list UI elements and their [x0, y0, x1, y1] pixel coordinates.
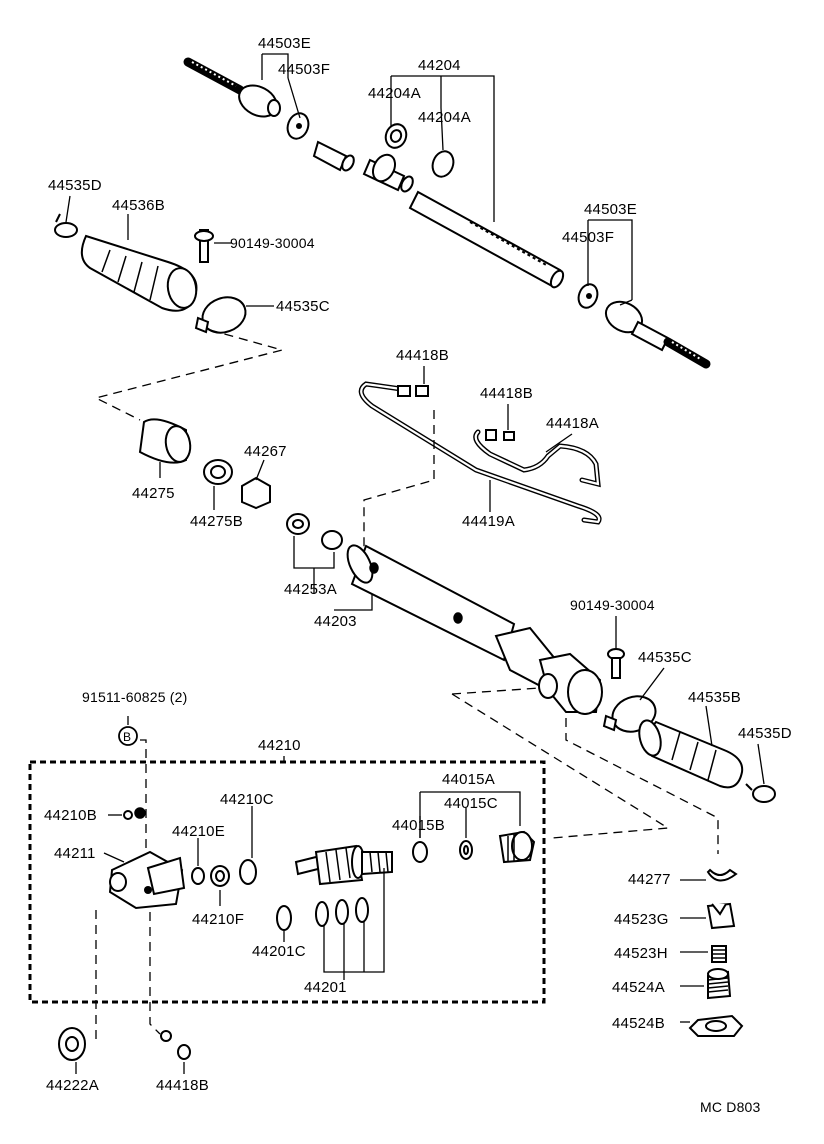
label-44535D-right: 44535D [738, 725, 792, 742]
label-44418B-top: 44418B [396, 347, 449, 364]
label-44210B: 44210B [44, 807, 97, 824]
assembly-box-44210 [28, 760, 546, 1004]
label-44275B: 44275B [190, 513, 243, 530]
nut-44418B-bottom [160, 1030, 191, 1060]
clip-44535D-top [54, 213, 78, 238]
locknut-44524B [688, 1014, 744, 1037]
adjuster-44524A [707, 968, 732, 1000]
lock-washer-right [577, 283, 599, 309]
label-44015B: 44015B [392, 817, 445, 834]
label-44277: 44277 [628, 871, 671, 888]
label-44536B: 44536B [112, 197, 165, 214]
label-44222A: 44222A [46, 1077, 99, 1094]
steering-rack-bar [408, 190, 565, 289]
label-91511: 91511-60825 (2) [82, 689, 187, 705]
label-44503F-top: 44503F [278, 61, 330, 78]
label-44267: 44267 [244, 443, 287, 460]
cap-44222A [58, 1027, 86, 1061]
label-44253A: 44253A [284, 581, 337, 598]
pressure-pipe-44419A [358, 381, 602, 525]
label-90149-right: 90149-30004 [570, 597, 655, 613]
label-44524B: 44524B [612, 1015, 665, 1032]
bushing-44275 [138, 418, 192, 464]
label-44535D-top: 44535D [48, 177, 102, 194]
nut-44267 [241, 476, 271, 510]
rings-44201 [315, 897, 369, 927]
label-44419A: 44419A [462, 513, 515, 530]
ring-44210E [191, 867, 205, 885]
label-44523H: 44523H [614, 945, 668, 962]
o-ring-44204A-1 [384, 123, 408, 149]
rack-end-sleeve [312, 140, 355, 172]
clip-44535D-right [745, 783, 776, 803]
marker-B-letter: B [123, 730, 131, 744]
label-44201: 44201 [304, 979, 347, 996]
label-44204A-2: 44204A [418, 109, 471, 126]
lock-washer-left [286, 112, 310, 140]
housing-44203 [346, 544, 603, 715]
ring-44015B [412, 841, 428, 863]
pinion-valve-44201 [294, 844, 393, 886]
label-44204A-1: 44204A [368, 85, 421, 102]
label-44210E: 44210E [172, 823, 225, 840]
diagram-code: MC D803 [700, 1099, 761, 1115]
boot-44535B [638, 719, 744, 789]
spring-44523H [711, 945, 727, 963]
label-44535C-top: 44535C [276, 298, 330, 315]
ring-44201C [276, 905, 292, 931]
tie-rod-end-left [183, 57, 281, 118]
bolt-90149-top [194, 229, 214, 263]
seal-44253A-2 [321, 530, 343, 550]
o-ring-44210C [239, 859, 257, 885]
label-44203: 44203 [314, 613, 357, 630]
tie-rod-end-right [604, 300, 711, 369]
label-44210F: 44210F [192, 911, 244, 928]
label-44503F-right: 44503F [562, 229, 614, 246]
ring-44210F [210, 865, 230, 887]
clamp-44535C-top [194, 296, 247, 334]
label-44210: 44210 [258, 737, 301, 754]
label-44211: 44211 [54, 845, 96, 862]
label-44503E-top: 44503E [258, 35, 311, 52]
o-ring-44204A-2 [431, 150, 455, 178]
label-44418A: 44418A [546, 415, 599, 432]
label-44523G: 44523G [614, 911, 669, 928]
union-nut-44418B-top [397, 385, 429, 397]
plug-44210B [123, 807, 146, 820]
rack-guide [362, 153, 414, 193]
label-44015C: 44015C [444, 795, 498, 812]
label-44015A: 44015A [442, 771, 495, 788]
label-44535C-right: 44535C [638, 649, 692, 666]
ring-44015C [459, 840, 473, 860]
label-44201C: 44201C [252, 943, 306, 960]
boot-44536B [80, 234, 198, 312]
bolt-90149-right [607, 648, 625, 679]
label-44275: 44275 [132, 485, 175, 502]
label-90149-top: 90149-30004 [230, 235, 315, 251]
label-44210C: 44210C [220, 791, 274, 808]
label-44418B-bottom: 44418B [156, 1077, 209, 1094]
rack-guide-44523G [706, 902, 736, 930]
label-44418B-mid: 44418B [480, 385, 533, 402]
plug-44015A [498, 830, 536, 864]
marker-B-circle [118, 726, 138, 746]
label-44535B: 44535B [688, 689, 741, 706]
bushing-44275B [203, 459, 233, 485]
label-44204: 44204 [418, 57, 461, 74]
spring-seat-44277 [706, 868, 738, 882]
union-nut-44418B-mid [485, 429, 515, 441]
label-44524A: 44524A [612, 979, 665, 996]
pressure-pipe-44418A [473, 429, 601, 488]
seal-44253A-1 [286, 513, 310, 535]
label-44503E-right: 44503E [584, 201, 637, 218]
valve-body-44211 [108, 850, 186, 910]
